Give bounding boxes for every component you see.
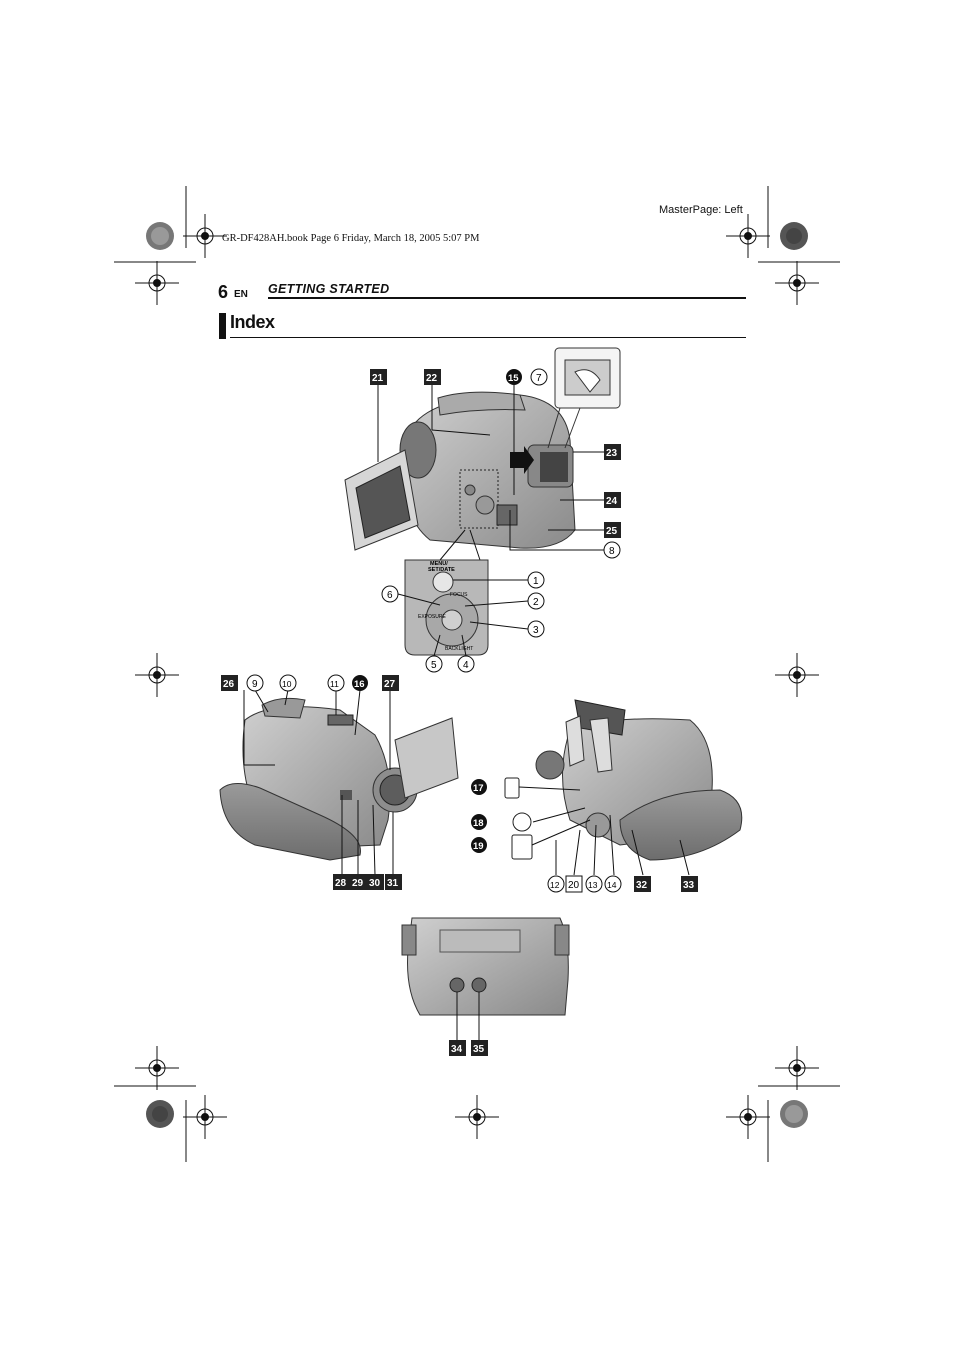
label-13: 13 — [585, 875, 603, 893]
svg-text:6: 6 — [387, 590, 393, 601]
svg-text:7: 7 — [536, 373, 542, 384]
label-24: 24 — [604, 492, 621, 508]
title-rule — [230, 337, 746, 338]
backlight-label: BACKLIGHT — [445, 646, 473, 652]
svg-text:3: 3 — [533, 625, 539, 636]
svg-text:20: 20 — [568, 880, 580, 891]
label-30: 30 — [367, 874, 384, 890]
svg-text:11: 11 — [330, 679, 339, 689]
svg-text:13: 13 — [588, 880, 598, 890]
label-29: 29 — [350, 874, 367, 890]
label-16: 16 — [352, 675, 368, 691]
camcorder-figure: MENU/ SET/DATE FOCUS EXPOSURE BACKLIGHT — [219, 347, 743, 1056]
registration-marks — [135, 214, 819, 1139]
label-11: 11 — [327, 674, 345, 692]
svg-text:4: 4 — [463, 660, 469, 671]
label-25: 25 — [604, 522, 621, 538]
svg-text:32: 32 — [636, 880, 648, 891]
masterpage-label: MasterPage: Left — [659, 204, 743, 216]
focus-label: FOCUS — [450, 592, 468, 598]
svg-text:22: 22 — [426, 373, 438, 384]
label-12: 12 — [547, 875, 565, 893]
label-27: 27 — [382, 675, 399, 691]
page-language: EN — [234, 289, 248, 300]
page-number: 6 — [218, 282, 229, 302]
svg-text:21: 21 — [372, 373, 384, 384]
svg-text:31: 31 — [387, 878, 399, 889]
camera-right-view — [504, 699, 743, 876]
solid-circle-labels: 15 16 17 18 19 — [352, 369, 522, 853]
svg-text:26: 26 — [223, 679, 235, 690]
label-35: 35 — [471, 1040, 488, 1056]
title-marker — [219, 313, 226, 339]
label-23: 23 — [604, 444, 621, 460]
label-17: 17 — [471, 779, 487, 795]
label-8: 8 — [603, 541, 621, 559]
camera-top-view — [344, 347, 621, 561]
svg-text:27: 27 — [384, 679, 396, 690]
exposure-label: EXPOSURE — [418, 614, 446, 620]
svg-text:10: 10 — [282, 679, 292, 689]
svg-text:35: 35 — [473, 1044, 485, 1055]
label-31: 31 — [385, 874, 402, 890]
label-2: 2 — [527, 592, 545, 610]
set-date-label: SET/DATE — [428, 567, 455, 573]
menu-label: MENU/ — [430, 561, 448, 567]
control-panel-closeup: MENU/ SET/DATE FOCUS EXPOSURE BACKLIGHT — [397, 559, 529, 657]
label-10: 10 — [279, 674, 297, 692]
boxed-labels: 21 22 23 24 25 26 27 28 29 30 31 32 33 3… — [221, 369, 698, 1056]
label-18: 18 — [471, 814, 487, 830]
label-33: 33 — [681, 876, 698, 892]
label-1: 1 — [527, 571, 545, 589]
svg-text:24: 24 — [606, 496, 618, 507]
svg-text:16: 16 — [354, 679, 365, 690]
label-32: 32 — [634, 876, 651, 892]
svg-text:9: 9 — [252, 679, 258, 690]
label-4: 4 — [457, 655, 475, 673]
label-26: 26 — [221, 675, 238, 691]
svg-text:17: 17 — [473, 783, 484, 794]
svg-text:15: 15 — [508, 373, 519, 384]
svg-text:30: 30 — [369, 878, 381, 889]
section-rule — [268, 297, 746, 299]
svg-text:33: 33 — [683, 880, 695, 891]
circle-labels: 1 2 3 4 5 6 7 8 9 10 11 12 13 14 — [246, 368, 622, 893]
svg-text:23: 23 — [606, 448, 618, 459]
label-20: 20 — [565, 875, 583, 893]
label-34: 34 — [449, 1040, 466, 1056]
svg-text:19: 19 — [473, 841, 484, 852]
label-14: 14 — [604, 875, 622, 893]
label-5: 5 — [425, 655, 443, 673]
svg-text:25: 25 — [606, 526, 618, 537]
svg-text:5: 5 — [431, 660, 437, 671]
svg-text:14: 14 — [607, 880, 617, 890]
book-info: GR-DF428AH.book Page 6 Friday, March 18,… — [222, 233, 480, 244]
svg-text:12: 12 — [550, 880, 560, 890]
label-7: 7 — [530, 368, 548, 386]
label-19: 19 — [471, 837, 487, 853]
label-22: 22 — [424, 369, 441, 385]
label-9: 9 — [246, 674, 264, 692]
label-15: 15 — [506, 369, 522, 385]
svg-text:29: 29 — [352, 878, 364, 889]
label-28: 28 — [333, 874, 350, 890]
svg-text:28: 28 — [335, 878, 347, 889]
page-title: Index — [230, 312, 275, 332]
svg-text:34: 34 — [451, 1044, 463, 1055]
svg-text:2: 2 — [533, 597, 539, 608]
label-3: 3 — [527, 620, 545, 638]
label-6: 6 — [381, 585, 399, 603]
svg-text:18: 18 — [473, 818, 484, 829]
camera-bottom-view — [401, 917, 570, 1040]
svg-text:8: 8 — [609, 546, 615, 557]
label-21: 21 — [370, 369, 387, 385]
svg-text:1: 1 — [533, 576, 539, 587]
section-heading: GETTING STARTED — [268, 282, 390, 296]
starburst-marks — [146, 222, 808, 1128]
camera-left-view — [219, 689, 459, 876]
